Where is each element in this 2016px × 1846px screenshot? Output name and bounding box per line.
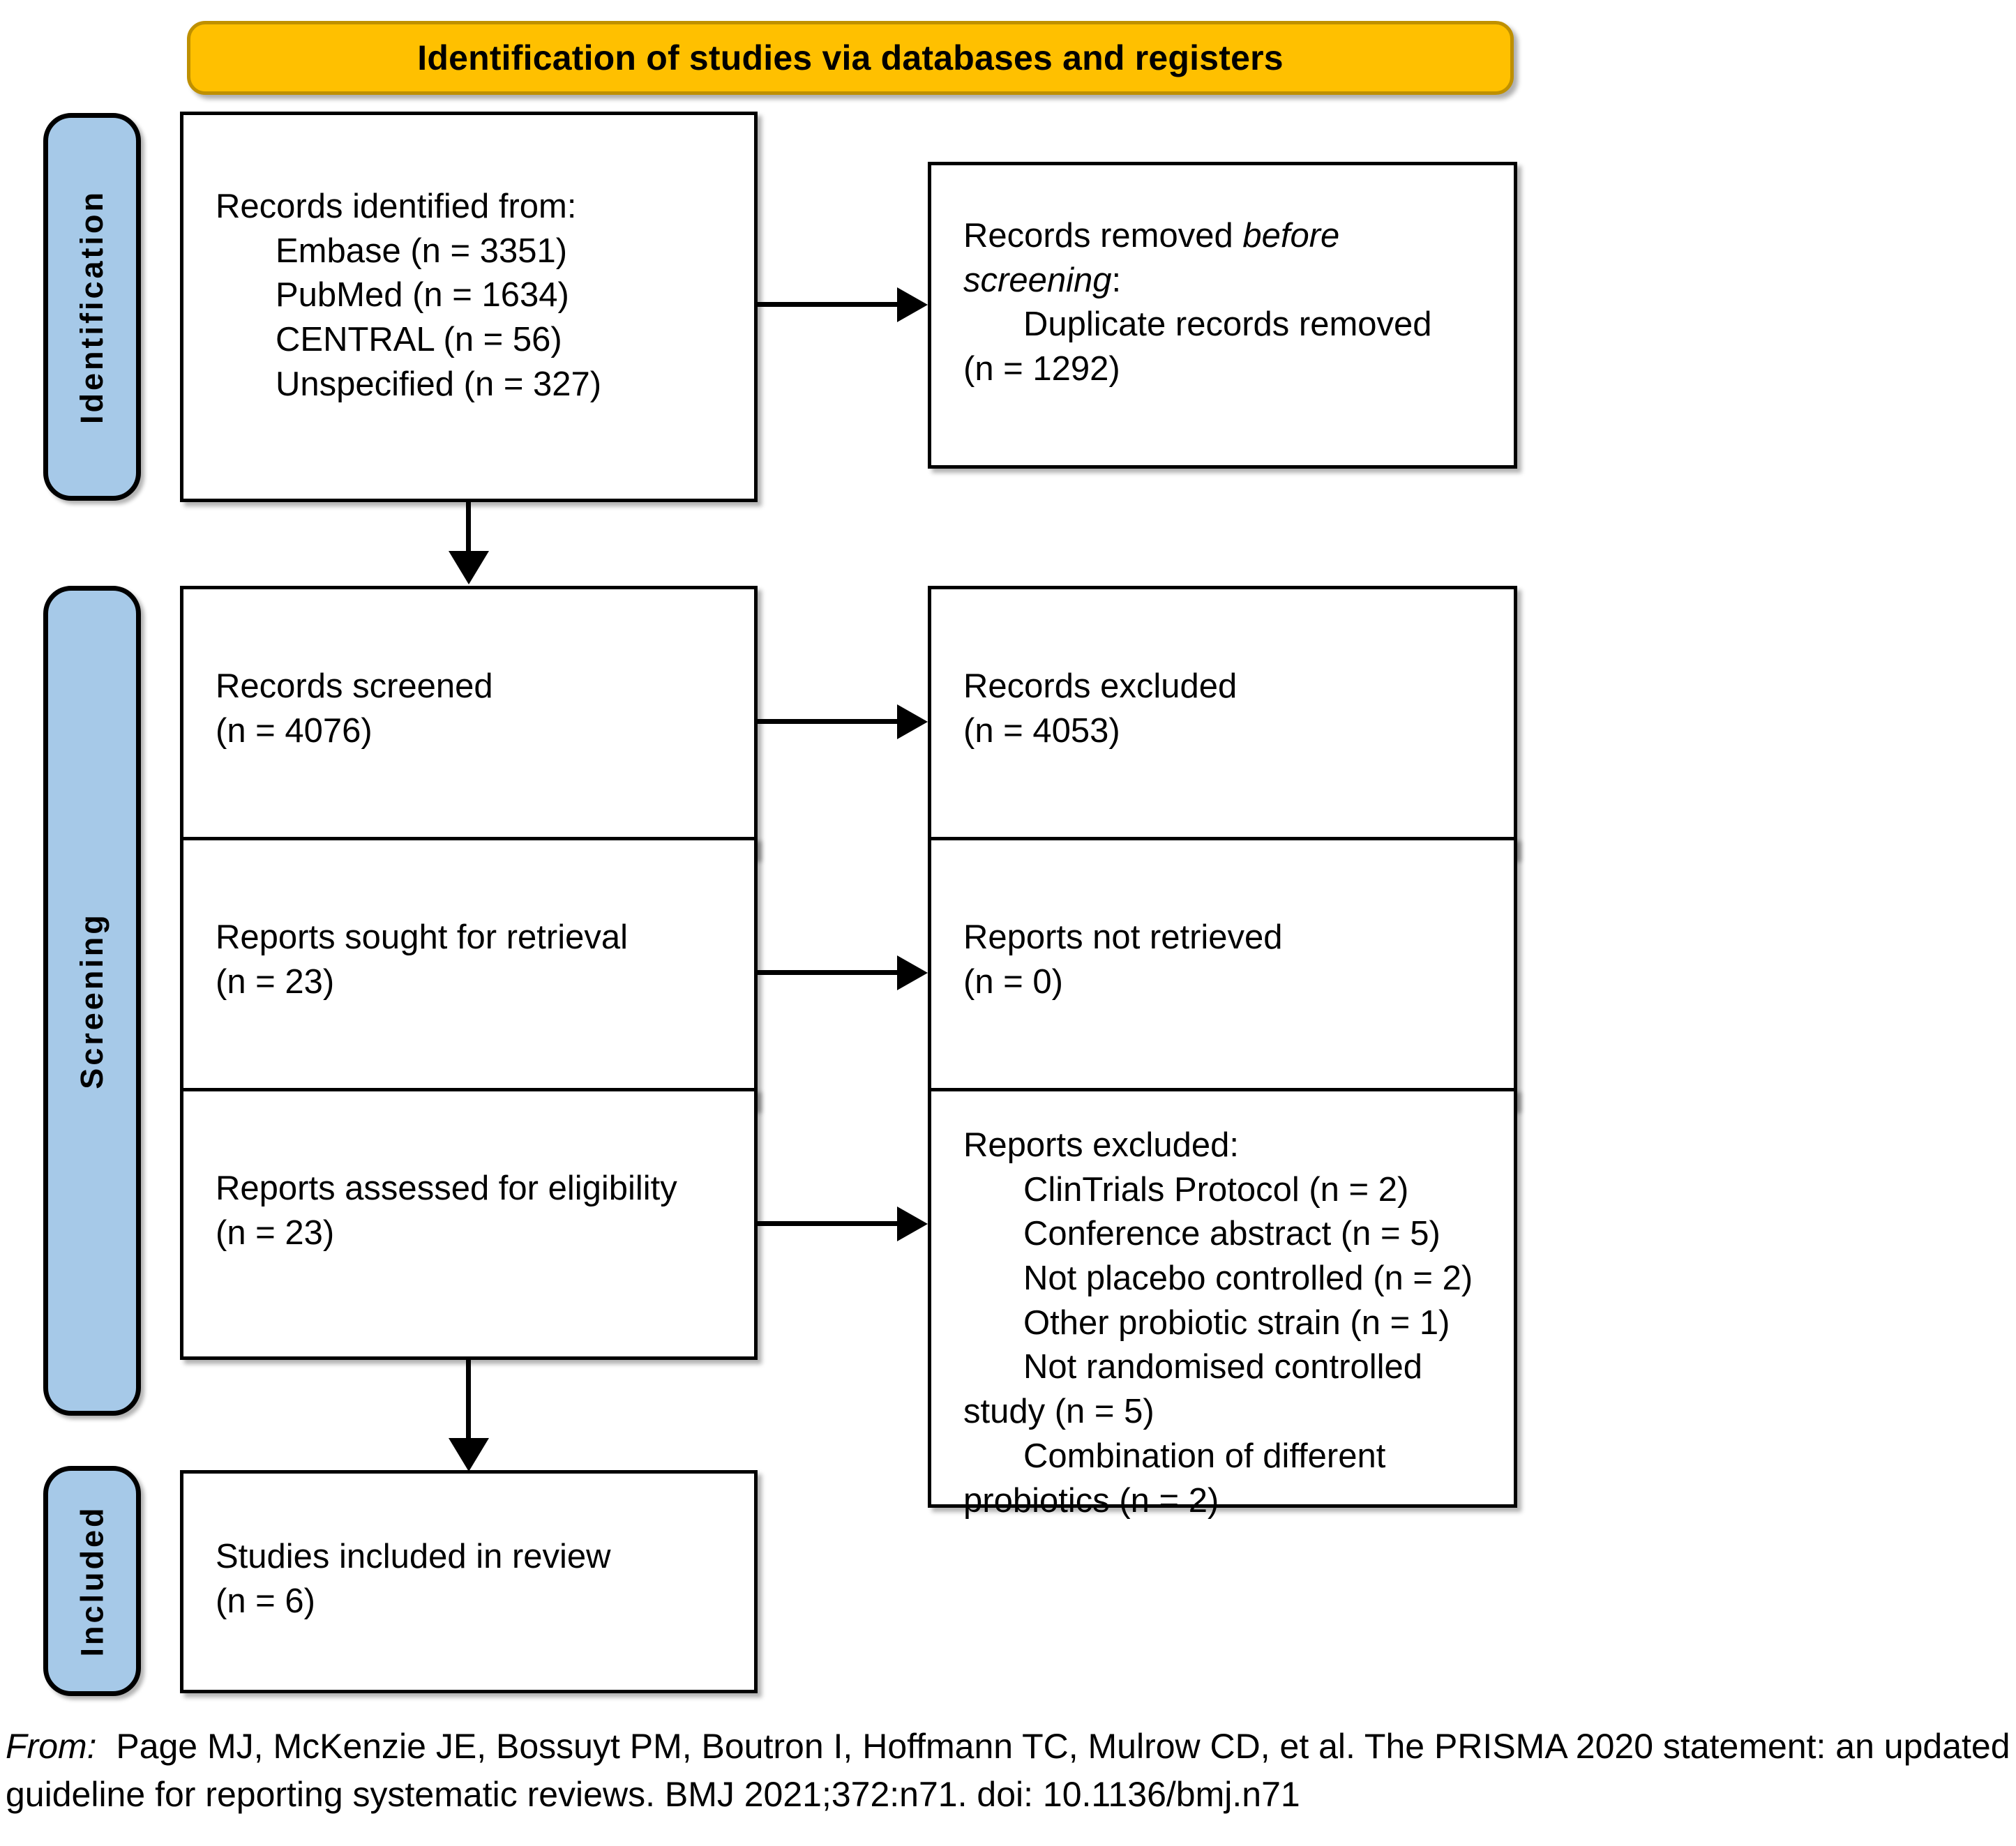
reports-excluded-reason: Combination of different <box>1023 1437 1386 1475</box>
phase-label-screening-text: Screening <box>74 912 110 1089</box>
reports-assessed-content: Reports assessed for eligibility (n = 23… <box>216 1167 737 1255</box>
arrow-sought-to-not-retrieved <box>758 954 928 992</box>
records-excluded-label: Records excluded <box>963 667 1238 705</box>
reports-excluded-reason: Not randomised controlled <box>1023 1348 1422 1386</box>
arrow-assessed-to-excluded <box>758 1205 928 1243</box>
records-removed-heading-lead: Records removed <box>963 217 1243 255</box>
box-studies-included-in-review: Studies included in review (n = 6) <box>180 1470 758 1693</box>
duplicate-records-removed-count: (n = 1292) <box>963 350 1120 388</box>
records-removed-heading-emphasis: before screening <box>963 217 1340 299</box>
records-excluded-content: Records excluded (n = 4053) <box>963 665 1497 753</box>
box-reports-sought-for-retrieval: Reports sought for retrieval (n = 23) <box>180 837 758 1109</box>
box-records-identified: Records identified from: Embase (n = 335… <box>180 112 758 502</box>
records-identified-content: Records identified from: Embase (n = 335… <box>216 185 737 407</box>
records-screened-count: (n = 4076) <box>216 711 373 750</box>
reports-excluded-reason: Other probiotic strain (n = 1) <box>1023 1303 1450 1342</box>
box-reports-excluded: Reports excluded: ClinTrials Protocol (n… <box>928 1088 1517 1520</box>
phase-label-identification: Identification <box>43 113 141 501</box>
reports-excluded-content: Reports excluded: ClinTrials Protocol (n… <box>963 1124 1497 1523</box>
reports-excluded-reason-cont: study (n = 5) <box>963 1393 1154 1431</box>
phase-label-included-text: Included <box>74 1505 110 1657</box>
arrow-identified-to-screened <box>449 502 489 584</box>
records-screened-content: Records screened (n = 4076) <box>216 665 737 753</box>
reports-not-retrieved-count: (n = 0) <box>963 962 1063 1001</box>
reports-excluded-reason: Conference abstract (n = 5) <box>1023 1215 1440 1253</box>
phase-label-identification-text: Identification <box>74 190 110 424</box>
records-identified-item: Unspecified (n = 327) <box>276 365 602 403</box>
citation-text: Page MJ, McKenzie JE, Bossuyt PM, Boutro… <box>6 1727 2010 1814</box>
duplicate-records-removed-label: Duplicate records removed <box>1023 305 1432 344</box>
records-identified-heading: Records identified from: <box>216 188 577 225</box>
diagram-header-banner: Identification of studies via databases … <box>187 21 1514 95</box>
reports-sought-label: Reports sought for retrieval <box>216 918 628 956</box>
studies-included-label: Studies included in review <box>216 1538 611 1575</box>
records-screened-label: Records screened <box>216 667 493 705</box>
phase-label-screening: Screening <box>43 586 141 1416</box>
reports-excluded-reason: ClinTrials Protocol (n = 2) <box>1023 1170 1409 1209</box>
arrow-assessed-to-included <box>449 1360 489 1471</box>
reports-assessed-label: Reports assessed for eligibility <box>216 1170 677 1207</box>
reports-assessed-count: (n = 23) <box>216 1213 335 1252</box>
reports-excluded-reason-cont: probiotics (n = 2) <box>963 1481 1219 1520</box>
studies-included-count: (n = 6) <box>216 1582 315 1620</box>
arrow-screened-to-excluded <box>758 703 928 741</box>
studies-included-content: Studies included in review (n = 6) <box>216 1535 737 1624</box>
diagram-title: Identification of studies via databases … <box>417 38 1284 77</box>
box-reports-assessed-for-eligibility: Reports assessed for eligibility (n = 23… <box>180 1088 758 1360</box>
box-records-excluded: Records excluded (n = 4053) <box>928 586 1517 858</box>
records-identified-item: Embase (n = 3351) <box>276 232 568 270</box>
box-records-screened: Records screened (n = 4076) <box>180 586 758 858</box>
records-identified-item: PubMed (n = 1634) <box>276 276 569 315</box>
reports-not-retrieved-label: Reports not retrieved <box>963 918 1283 956</box>
records-removed-heading-tail: : <box>1111 261 1122 299</box>
reports-not-retrieved-content: Reports not retrieved (n = 0) <box>963 916 1497 1004</box>
records-removed-content: Records removed before screening: Duplic… <box>963 214 1497 392</box>
citation-prefix: From: <box>6 1727 97 1766</box>
records-excluded-count: (n = 4053) <box>963 711 1120 750</box>
box-reports-not-retrieved: Reports not retrieved (n = 0) <box>928 837 1517 1109</box>
source-citation: From: Page MJ, McKenzie JE, Bossuyt PM, … <box>6 1723 2011 1819</box>
reports-sought-content: Reports sought for retrieval (n = 23) <box>216 916 737 1004</box>
arrow-identified-to-removed <box>758 286 928 324</box>
phase-label-included: Included <box>43 1466 141 1696</box>
records-identified-item: CENTRAL (n = 56) <box>276 321 562 359</box>
reports-sought-count: (n = 23) <box>216 962 335 1001</box>
reports-excluded-reason: Not placebo controlled (n = 2) <box>1023 1259 1473 1298</box>
box-records-removed-before-screening: Records removed before screening: Duplic… <box>928 162 1517 469</box>
reports-excluded-heading: Reports excluded: <box>963 1126 1239 1164</box>
records-removed-heading: Records removed before screening: <box>963 214 1497 303</box>
